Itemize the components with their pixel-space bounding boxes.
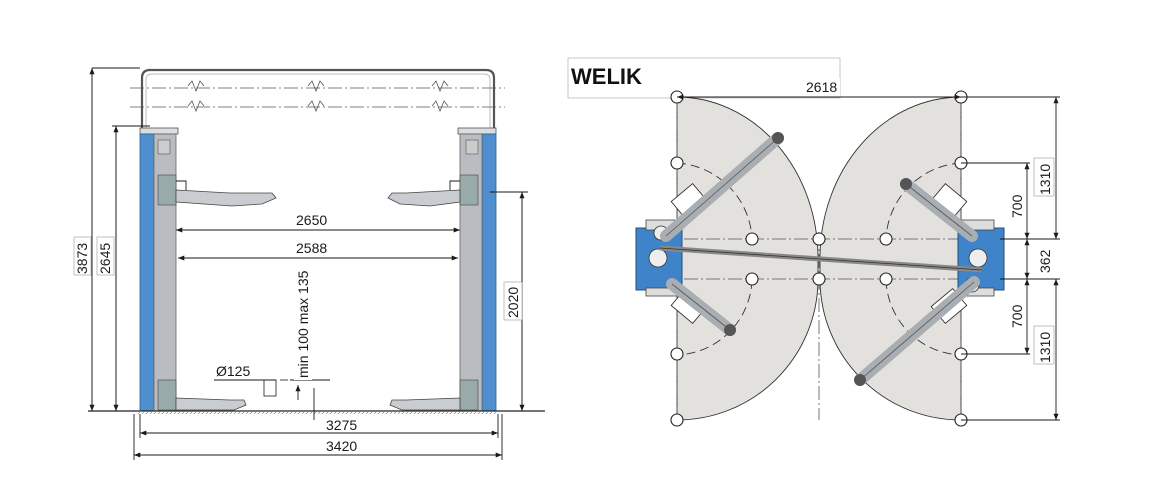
dim-arm-spread: 2618: [806, 79, 837, 95]
right-column: [457, 127, 497, 412]
column-base-icon: [635, 182, 708, 325]
dim-sweep-right-top: 1310: [1037, 164, 1053, 195]
dim-inner-width-top: 2650: [296, 212, 327, 228]
dim-lift-height: 2020: [505, 287, 521, 318]
dim-pad-diameter: Ø125: [216, 363, 250, 379]
dim-inner-width-mid: 2588: [296, 240, 327, 256]
sweep-area-left: [676, 96, 819, 421]
dim-pad-height: min 100 max 135: [295, 270, 311, 378]
title: WELIK: [571, 64, 642, 89]
title-box: [567, 57, 841, 99]
dim-arm-inner-top: 700: [1009, 194, 1025, 218]
front-view: 3873 2645 2650 2588 min 100 max 135 Ø125…: [73, 67, 545, 460]
left-column: [139, 127, 179, 412]
dim-column-gap: 362: [1037, 249, 1053, 273]
overhead-beam: [130, 68, 505, 130]
plan-view: WELIK: [567, 57, 1060, 427]
lower-lift-arms: [175, 397, 461, 411]
dim-column-height: 2645: [97, 243, 113, 274]
sweep-area-right: [819, 96, 962, 421]
base-plate: [138, 411, 498, 414]
upper-lift-arms: [175, 180, 461, 207]
dim-sweep-right-bottom: 1310: [1037, 332, 1053, 363]
plan-arms: [659, 132, 983, 386]
dim-base-width-inner: 3275: [326, 417, 357, 433]
dim-overall-height: 3873: [74, 243, 90, 274]
dim-base-width-outer: 3420: [326, 438, 357, 454]
dim-arm-inner-bottom: 700: [1009, 304, 1025, 328]
